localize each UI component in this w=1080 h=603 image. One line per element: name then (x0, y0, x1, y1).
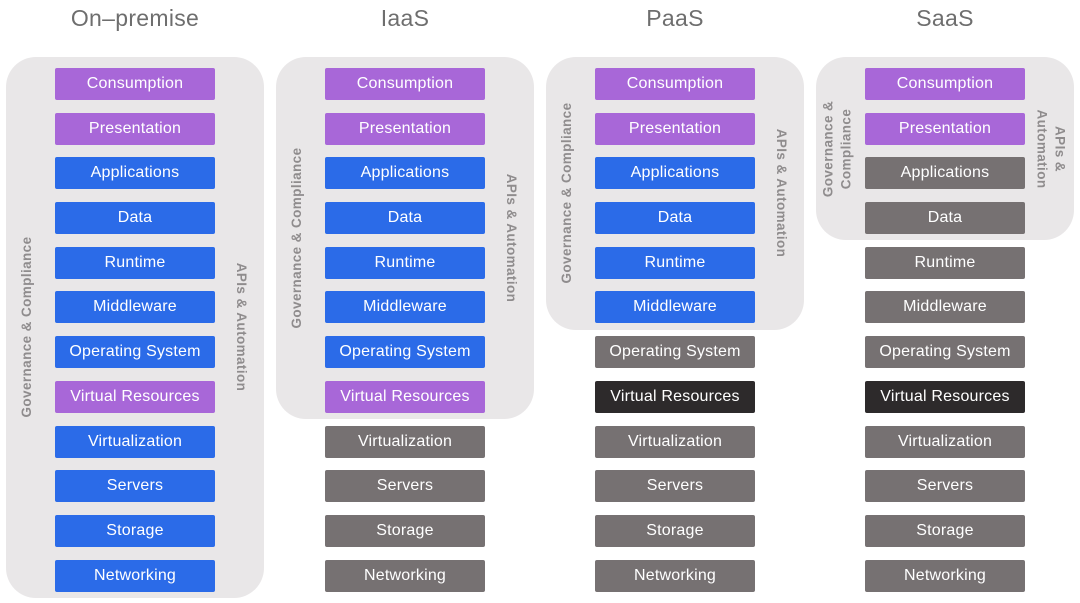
column-title-paas: PaaS (646, 5, 704, 31)
layer-servers: Servers (595, 470, 755, 503)
stack-area: Governance & Compliance APIs & Automatio… (810, 57, 1080, 603)
governance-container (546, 57, 804, 330)
layer-consumption: Consumption (325, 68, 485, 100)
layer-consumption: Consumption (865, 68, 1025, 100)
layer-virtual-resources: Virtual Resources (55, 380, 215, 413)
layer-presentation: Presentation (325, 112, 485, 145)
layer-storage: Storage (55, 514, 215, 547)
stack-area: Governance & Compliance APIs & Automatio… (0, 57, 270, 603)
layer-stack: Consumption Presentation Applications Da… (865, 68, 1025, 592)
layer-presentation: Presentation (865, 112, 1025, 145)
column-iaas: IaaS Governance & Compliance APIs & Auto… (270, 0, 540, 603)
layer-servers: Servers (865, 470, 1025, 503)
layer-operating-system: Operating System (865, 336, 1025, 369)
stack-area: Governance & Compliance APIs & Automatio… (540, 57, 810, 603)
layer-operating-system: Operating System (595, 336, 755, 369)
layer-runtime: Runtime (865, 246, 1025, 279)
layer-data: Data (325, 202, 485, 235)
layer-virtualization: Virtualization (595, 425, 755, 458)
column-saas: SaaS Governance & Compliance APIs & Auto… (810, 0, 1080, 603)
layer-virtualization: Virtualization (325, 425, 485, 458)
layer-storage: Storage (865, 514, 1025, 547)
apis-automation-label: APIs & Automation (503, 173, 519, 303)
layer-virtualization: Virtualization (865, 425, 1025, 458)
layer-operating-system: Operating System (325, 336, 485, 369)
governance-compliance-label: Governance & Compliance (289, 147, 305, 329)
layer-networking: Networking (865, 559, 1025, 592)
layer-stack: Consumption Presentation Applications Da… (595, 68, 755, 592)
layer-stack: Consumption Presentation Applications Da… (55, 68, 215, 592)
layer-presentation: Presentation (595, 112, 755, 145)
layer-data: Data (595, 202, 755, 235)
governance-compliance-label: Governance & Compliance (19, 236, 35, 418)
column-title-saas: SaaS (916, 5, 974, 31)
layer-data: Data (865, 202, 1025, 235)
apis-automation-label: APIs & Automation (773, 128, 789, 258)
layer-operating-system: Operating System (55, 336, 215, 369)
governance-container (6, 57, 264, 598)
layer-runtime: Runtime (325, 246, 485, 279)
layer-virtual-resources: Virtual Resources (325, 380, 485, 413)
column-on-premise: On–premise Governance & Compliance APIs … (0, 0, 270, 603)
stack-area: Governance & Compliance APIs & Automatio… (270, 57, 540, 603)
layer-middleware: Middleware (595, 291, 755, 324)
layer-networking: Networking (325, 559, 485, 592)
layer-virtual-resources: Virtual Resources (865, 380, 1025, 413)
column-title-iaas: IaaS (380, 5, 430, 31)
layer-storage: Storage (595, 514, 755, 547)
layer-data: Data (55, 202, 215, 235)
layer-applications: Applications (595, 157, 755, 190)
layer-networking: Networking (595, 559, 755, 592)
layer-middleware: Middleware (325, 291, 485, 324)
layer-middleware: Middleware (55, 291, 215, 324)
layer-virtualization: Virtualization (55, 425, 215, 458)
layer-middleware: Middleware (865, 291, 1025, 324)
layer-networking: Networking (55, 559, 215, 592)
apis-automation-label: APIs & Automation (1035, 109, 1068, 189)
governance-compliance-label: Governance & Compliance (820, 100, 853, 198)
layer-runtime: Runtime (55, 246, 215, 279)
apis-automation-label: APIs & Automation (233, 262, 249, 392)
layer-servers: Servers (55, 470, 215, 503)
layer-virtual-resources: Virtual Resources (595, 380, 755, 413)
layer-applications: Applications (55, 157, 215, 190)
layer-storage: Storage (325, 514, 485, 547)
column-paas: PaaS Governance & Compliance APIs & Auto… (540, 0, 810, 603)
layer-consumption: Consumption (595, 68, 755, 100)
layer-applications: Applications (325, 157, 485, 190)
column-title-on-premise: On–premise (70, 5, 200, 31)
layer-presentation: Presentation (55, 112, 215, 145)
layer-stack: Consumption Presentation Applications Da… (325, 68, 485, 592)
layer-consumption: Consumption (55, 68, 215, 100)
governance-compliance-label: Governance & Compliance (559, 102, 575, 284)
layer-applications: Applications (865, 157, 1025, 190)
layer-runtime: Runtime (595, 246, 755, 279)
layer-servers: Servers (325, 470, 485, 503)
